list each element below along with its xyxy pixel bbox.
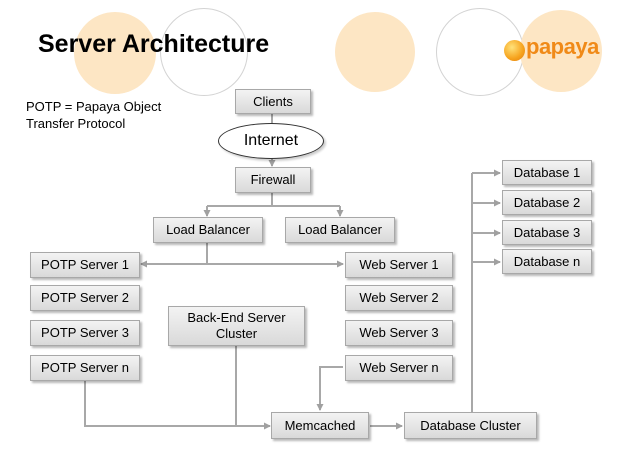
node-web-server-3: Web Server 3 bbox=[345, 320, 453, 346]
node-database-n: Database n bbox=[502, 249, 592, 274]
node-database-cluster: Database Cluster bbox=[404, 412, 537, 439]
node-internet: Internet bbox=[218, 123, 324, 159]
logo-text: papaya bbox=[526, 34, 599, 59]
page-title: Server Architecture bbox=[38, 30, 270, 58]
node-potp-server-3: POTP Server 3 bbox=[30, 320, 140, 346]
node-database-3: Database 3 bbox=[502, 220, 592, 245]
node-database-1: Database 1 bbox=[502, 160, 592, 185]
potp-definition-note: POTP = Papaya Object Transfer Protocol bbox=[26, 99, 162, 131]
node-potp-server-1: POTP Server 1 bbox=[30, 252, 140, 278]
node-database-2: Database 2 bbox=[502, 190, 592, 215]
node-backend-server-cluster: Back-End Server Cluster bbox=[168, 306, 305, 346]
papaya-fruit-icon bbox=[504, 40, 525, 61]
node-web-server-1: Web Server 1 bbox=[345, 252, 453, 278]
node-potp-server-2: POTP Server 2 bbox=[30, 285, 140, 311]
node-load-balancer-2: Load Balancer bbox=[285, 217, 395, 243]
node-clients: Clients bbox=[235, 89, 311, 114]
decorative-circle bbox=[520, 10, 602, 92]
connector-potp-memcached bbox=[84, 381, 271, 430]
node-firewall: Firewall bbox=[235, 167, 311, 193]
node-potp-server-n: POTP Server n bbox=[30, 355, 140, 381]
decorative-circle bbox=[335, 12, 415, 92]
node-web-server-n: Web Server n bbox=[345, 355, 453, 381]
connector-web-memcached bbox=[316, 366, 343, 411]
node-web-server-2: Web Server 2 bbox=[345, 285, 453, 311]
papaya-logo: papaya bbox=[504, 32, 616, 66]
decorative-circle bbox=[160, 8, 248, 96]
node-memcached: Memcached bbox=[271, 412, 369, 439]
decorative-circle bbox=[74, 12, 156, 94]
node-load-balancer-1: Load Balancer bbox=[153, 217, 263, 243]
